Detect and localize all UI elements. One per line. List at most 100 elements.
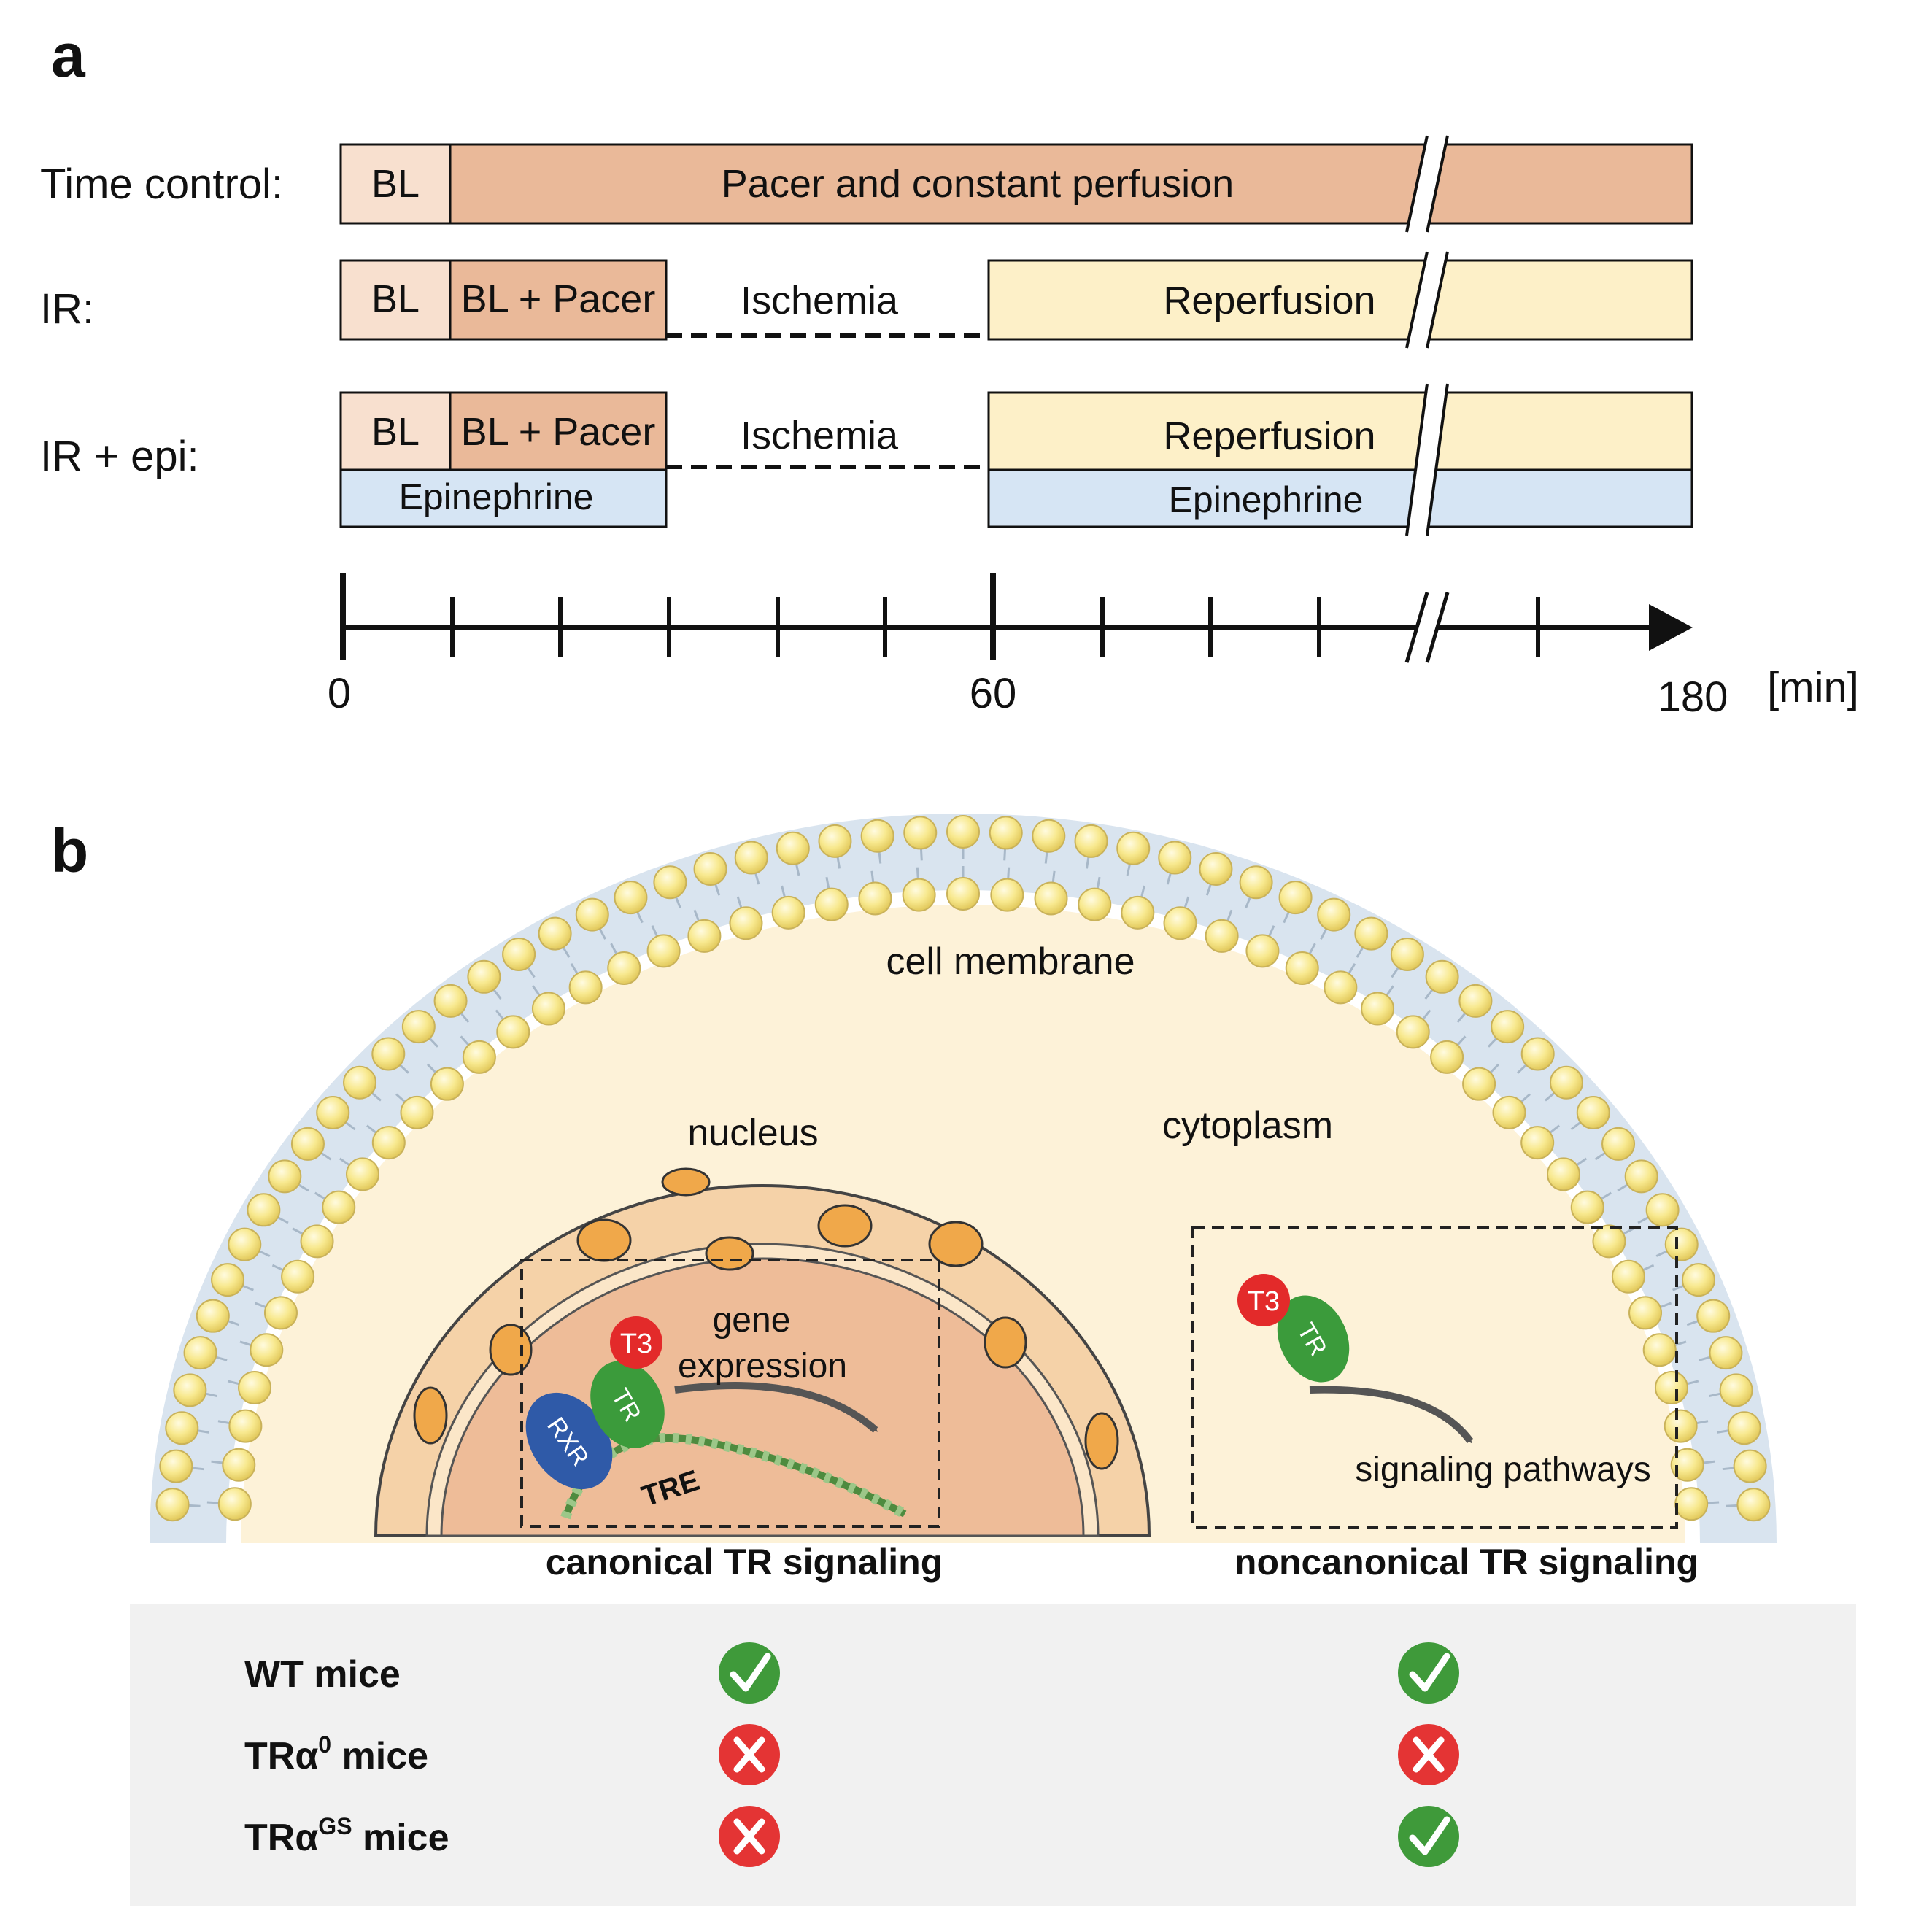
- lipid-head: [247, 1193, 281, 1227]
- lipid-head: [196, 1299, 230, 1333]
- lipid-head: [1317, 897, 1351, 932]
- cross-icon: [1398, 1724, 1459, 1785]
- lipid-head: [903, 816, 938, 850]
- lipid-head: [946, 815, 980, 849]
- lipid-head: [729, 906, 763, 940]
- table-background: [130, 1604, 1856, 1906]
- lipid-head: [860, 819, 894, 853]
- lipid-head: [238, 1371, 272, 1405]
- nucleus-label: nucleus: [687, 1112, 818, 1154]
- lipid-head: [538, 916, 572, 951]
- lipid-head: [575, 897, 609, 932]
- lipid-head: [222, 1448, 256, 1482]
- nuclear-pores: [413, 1167, 1119, 1470]
- reperfusion-label: Reperfusion: [1163, 414, 1375, 458]
- lipid-head: [1205, 919, 1239, 953]
- lipid-head: [1354, 916, 1388, 951]
- bl-pacer-label: BL + Pacer: [461, 410, 656, 454]
- lipid-head: [1245, 934, 1280, 968]
- genotype-label: WT mice: [244, 1653, 401, 1696]
- lipid-head: [607, 951, 641, 985]
- reperfusion-box: [987, 391, 1693, 471]
- lipid-head: [531, 992, 565, 1026]
- lipid-head: [1642, 1333, 1677, 1367]
- lipid-head: [173, 1373, 207, 1407]
- lipid-head: [496, 1015, 530, 1049]
- lipid-head: [1121, 895, 1155, 930]
- lipid-head: [1576, 1095, 1610, 1129]
- bl-box: [339, 143, 452, 225]
- lipid-head: [1654, 1371, 1688, 1405]
- noncanonical-heading: noncanonical TR signaling: [1234, 1542, 1699, 1583]
- lipid-head: [371, 1037, 406, 1071]
- lipid-head: [343, 1065, 377, 1100]
- lipid-head: [1611, 1259, 1645, 1294]
- lipid-head: [400, 1095, 434, 1129]
- t3-hormone-canonical: T3: [610, 1316, 662, 1369]
- lipid-head: [159, 1449, 193, 1483]
- lipid-head: [1278, 881, 1313, 915]
- axis-break-marks: [1404, 592, 1450, 663]
- lipid-head: [1727, 1411, 1761, 1445]
- check-icon: [719, 1642, 780, 1704]
- lipid-head: [1430, 1040, 1464, 1074]
- bl-label: BL: [371, 277, 420, 321]
- tick-label: 60: [970, 670, 1017, 717]
- lipid-head: [814, 887, 849, 921]
- tick-label: 0: [328, 670, 351, 717]
- bl-box: [339, 391, 452, 471]
- lipid-head: [858, 881, 892, 916]
- lipid-head: [217, 1487, 252, 1521]
- ischemia-label: Ischemia: [741, 414, 899, 457]
- lipid-head: [1592, 1224, 1626, 1259]
- lipid-head: [322, 1190, 356, 1224]
- epinephrine-label-right: Epinephrine: [1169, 479, 1364, 520]
- lipid-head: [1570, 1190, 1604, 1224]
- lipid-head: [1491, 1010, 1525, 1044]
- lipid-head: [401, 1010, 436, 1044]
- bl-box: [339, 259, 452, 341]
- epinephrine-label-left: Epinephrine: [399, 476, 594, 517]
- lipid-head: [263, 1296, 298, 1330]
- row-time-control: Time control: BL Pacer and constant perf…: [40, 135, 1693, 233]
- lipid-head: [1116, 831, 1151, 865]
- lipid-head: [281, 1259, 315, 1294]
- genotype-label: TRαGS mice: [244, 1813, 449, 1859]
- lipid-head: [1158, 841, 1192, 875]
- lipid-head: [614, 881, 648, 915]
- lipid-head: [1624, 1159, 1658, 1194]
- lipid-head: [990, 878, 1024, 912]
- lipid-head: [1462, 1067, 1496, 1101]
- lipid-head: [1664, 1409, 1698, 1443]
- lipid-head: [165, 1411, 199, 1445]
- t3-label: T3: [1248, 1286, 1280, 1317]
- lipid-head: [462, 1040, 496, 1074]
- bl-label: BL: [371, 162, 420, 206]
- lipid-head: [1324, 970, 1358, 1005]
- gene-expression-arrow: [674, 1382, 878, 1433]
- tr-protein-canonical: TR: [590, 1361, 665, 1448]
- lipid-head: [430, 1067, 464, 1101]
- lipid-head: [771, 895, 805, 930]
- check-icon: [1398, 1642, 1459, 1704]
- row-label: IR + epi:: [40, 433, 199, 480]
- lipid-head: [1520, 1037, 1555, 1071]
- epinephrine-box-right: [987, 468, 1693, 528]
- pacer-perfusion-box: [449, 143, 1693, 225]
- signaling-pathways-label: signaling pathways: [1355, 1450, 1651, 1489]
- lipid-head: [1664, 1227, 1699, 1261]
- lipid-head: [1736, 1488, 1771, 1522]
- lipid-head: [1285, 951, 1319, 985]
- rxr-protein: RXR: [525, 1392, 613, 1490]
- lipid-head: [1733, 1449, 1767, 1483]
- reperfusion-box: [987, 259, 1693, 341]
- canonical-dashed-box: [520, 1259, 940, 1528]
- lipid-head: [1074, 824, 1108, 858]
- lipid-head: [1520, 1126, 1555, 1160]
- lipid-head: [1709, 1336, 1743, 1370]
- lipid-head: [1396, 1015, 1430, 1049]
- genotype-table: WT mice TRα0 mice TRαGS mice: [130, 1604, 1856, 1906]
- lipid-head: [1492, 1095, 1526, 1129]
- lipid-head: [1199, 852, 1233, 886]
- lipid-head: [1681, 1263, 1715, 1297]
